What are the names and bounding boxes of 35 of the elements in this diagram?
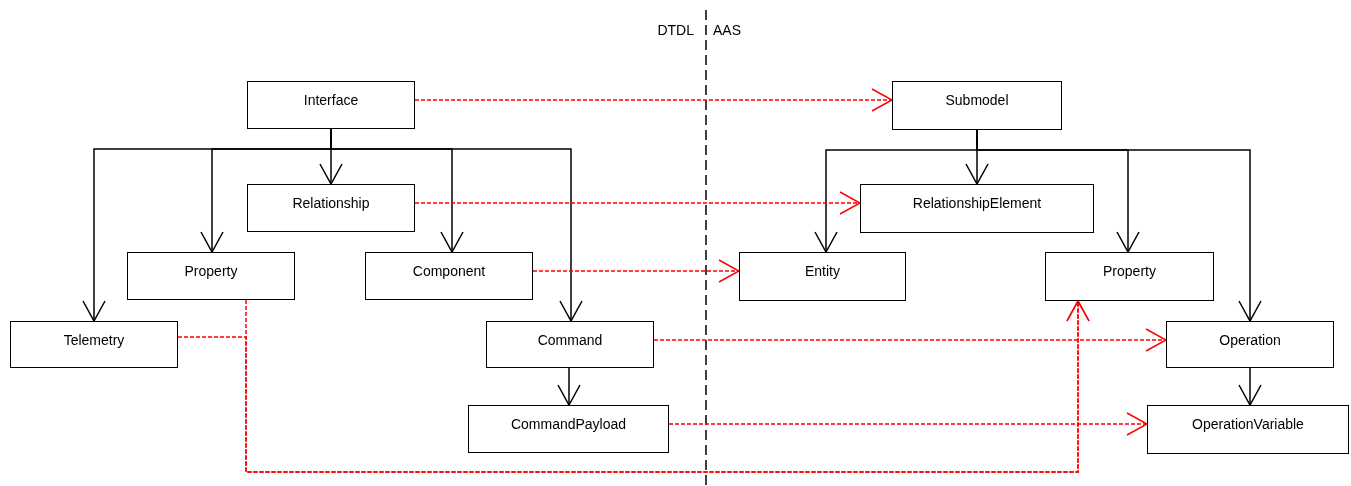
class-name: Interface [303, 92, 359, 108]
dashed-arrow [653, 328, 1167, 352]
class-box [1045, 252, 1214, 301]
class-name: Property [184, 263, 238, 279]
class-name: Telemetry [63, 332, 125, 348]
class-name: Entity [805, 263, 840, 279]
class-box [468, 405, 669, 453]
class-box [10, 321, 178, 368]
class-box [486, 321, 654, 368]
arrow [1238, 367, 1262, 406]
class-box [247, 184, 415, 232]
class-name: Command [537, 332, 603, 348]
class-name: Operation [1219, 332, 1281, 348]
class-box [860, 184, 1094, 233]
class-box [127, 252, 295, 300]
dashed-arrow [532, 259, 740, 283]
class-name: Component [412, 263, 486, 279]
class-box [892, 81, 1062, 130]
class-name: Property [1103, 263, 1156, 279]
dashed-arrow [668, 412, 1148, 436]
class-box [1166, 321, 1334, 368]
class-box [739, 252, 906, 301]
section-label: DTDL [657, 22, 694, 38]
section-label: AAS [713, 22, 741, 38]
class-name: CommandPayload [510, 416, 627, 432]
dashed-arrow [414, 191, 861, 215]
class-name: RelationshipElement [912, 195, 1042, 211]
arrow [557, 367, 581, 406]
class-name: Submodel [945, 92, 1009, 108]
class-name: Relationship [292, 195, 370, 211]
dashed-arrow [414, 88, 893, 112]
class-box [1147, 405, 1349, 454]
class-box [247, 81, 415, 129]
class-name: OperationVariable [1192, 416, 1304, 432]
class-box [365, 252, 533, 300]
